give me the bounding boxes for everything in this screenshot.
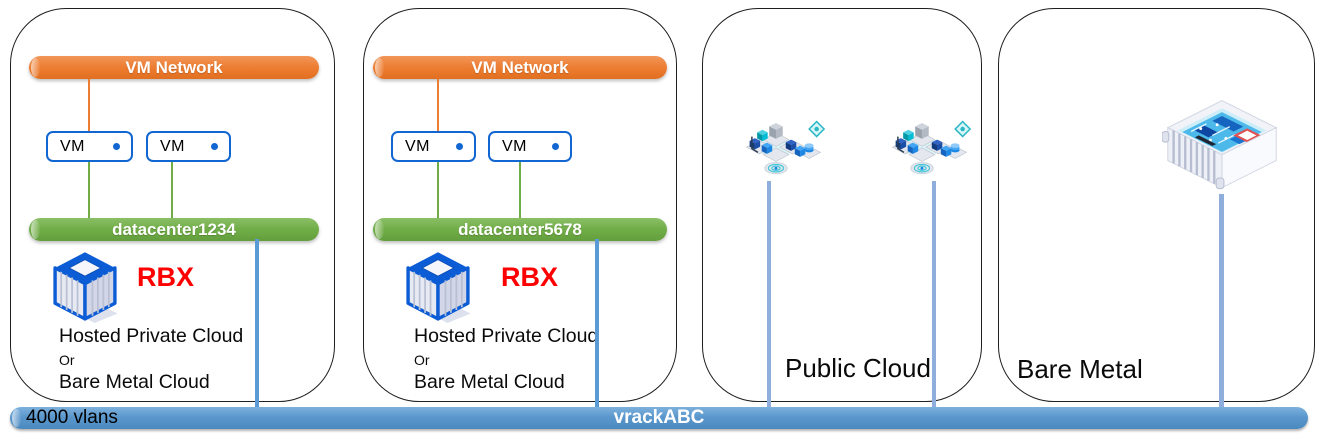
vrack-bar: 4000 vlans vrackABC xyxy=(10,407,1308,429)
link-vmnetwork-vm xyxy=(437,79,439,131)
datacenter-cube-icon xyxy=(404,249,472,329)
caption-line: Bare Metal Cloud xyxy=(414,371,565,393)
vm-label: VM xyxy=(60,137,85,155)
datacenter-cube-icon xyxy=(51,249,119,329)
link-baremetal-vrack xyxy=(1219,194,1224,407)
public-cloud-cluster-icon xyxy=(882,117,974,181)
link-publiccloud-vrack xyxy=(932,181,936,407)
link-vm-datacenter xyxy=(171,162,173,218)
vm-box: VM xyxy=(391,131,476,162)
vm-status-dot-icon xyxy=(113,143,120,150)
panel-title: Public Cloud xyxy=(785,353,931,383)
vm-box: VM xyxy=(146,131,231,162)
datacenter-label: datacenter5678 xyxy=(458,220,582,239)
caption-line: Or xyxy=(414,352,430,368)
datacenter-label: datacenter1234 xyxy=(112,220,236,239)
link-datacenter1234-vrack xyxy=(255,239,259,407)
location-label: RBX xyxy=(501,262,559,292)
vm-label: VM xyxy=(502,137,527,155)
vm-network-label: VM Network xyxy=(125,58,223,77)
vm-box: VM xyxy=(46,131,133,162)
vm-status-dot-icon xyxy=(456,143,463,150)
link-vmnetwork-vm xyxy=(88,79,90,131)
vm-status-dot-icon xyxy=(552,143,559,150)
datacenter-bar: datacenter5678 xyxy=(373,218,667,241)
datacenter-bar: datacenter1234 xyxy=(29,218,319,241)
vm-network-label: VM Network xyxy=(471,58,569,77)
public-cloud-cluster-icon xyxy=(736,117,828,181)
vm-label: VM xyxy=(405,137,430,155)
vlans-count-label: 4000 vlans xyxy=(26,407,118,428)
link-vm-datacenter xyxy=(88,162,90,218)
vm-label: VM xyxy=(160,137,185,155)
vrack-name-label: vrackABC xyxy=(613,407,705,428)
vm-box: VM xyxy=(488,131,572,162)
caption-line: Or xyxy=(59,352,75,368)
link-vm-datacenter xyxy=(437,162,439,218)
location-label: RBX xyxy=(137,262,195,292)
vm-network-bar: VM Network xyxy=(373,56,667,79)
vm-status-dot-icon xyxy=(211,143,218,150)
panel-title: Bare Metal xyxy=(1017,354,1143,384)
caption-line: Hosted Private Cloud xyxy=(414,325,599,347)
link-datacenter5678-vrack xyxy=(595,239,599,407)
link-publiccloud-vrack xyxy=(767,181,771,407)
panel-public-cloud: Public Cloud xyxy=(702,8,982,402)
bare-metal-server-icon xyxy=(1162,95,1282,199)
caption-line: Hosted Private Cloud xyxy=(59,325,244,347)
link-vm-datacenter xyxy=(519,162,521,218)
panel-datacenter5678: VM Network VM VM datacenter5678 RBX Host… xyxy=(363,8,677,402)
panel-bare-metal: Bare Metal xyxy=(998,8,1315,402)
panel-datacenter1234: VM Network VM VM datacenter1234 RBX Host… xyxy=(10,8,335,402)
caption-line: Bare Metal Cloud xyxy=(59,371,210,393)
panel-caption: Hosted Private Cloud Or Bare Metal Cloud xyxy=(59,325,243,394)
panel-caption: Hosted Private Cloud Or Bare Metal Cloud xyxy=(414,325,598,394)
vm-network-bar: VM Network xyxy=(29,56,319,79)
